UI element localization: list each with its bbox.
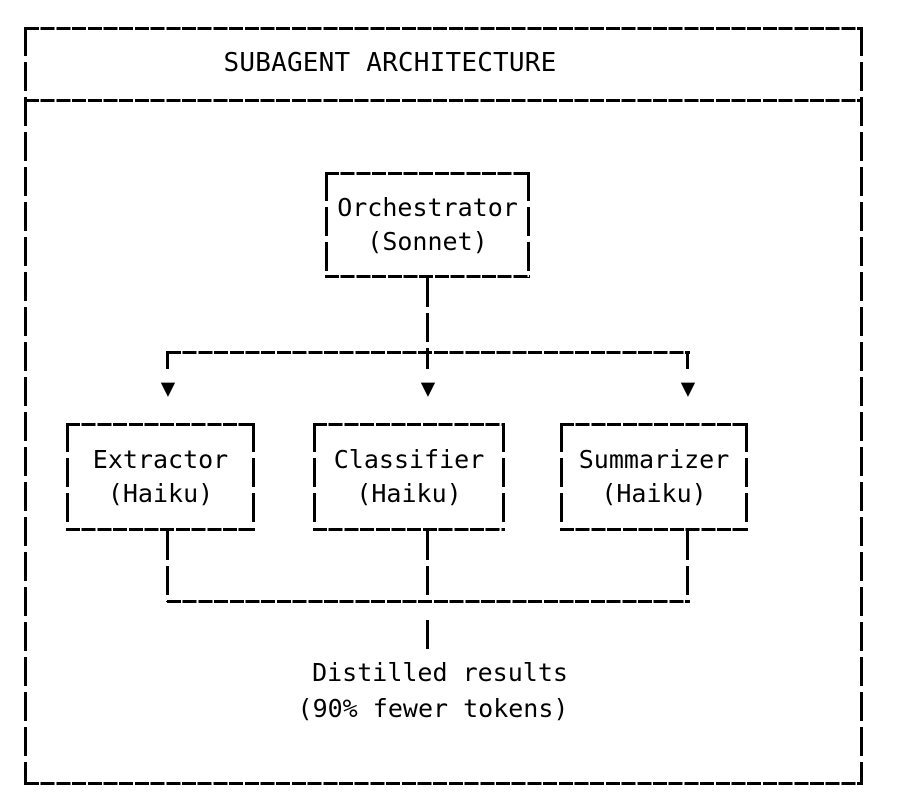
summarizer-box-left-border (560, 423, 563, 531)
classifier-label: Classifier (Haiku) (334, 443, 485, 511)
orchestrator-model-label: (Sonnet) (367, 227, 488, 256)
summarizer-model-label: (Haiku) (601, 479, 707, 508)
extractor-name-label: Extractor (92, 445, 229, 474)
summarizer-label: Summarizer (Haiku) (579, 443, 730, 511)
orchestrator-name-label: Orchestrator (337, 193, 518, 222)
frame-right-border (860, 27, 863, 785)
title-separator-line (25, 99, 863, 102)
classifier-box-right-border (502, 423, 505, 531)
connector-fanout-left-stub (166, 351, 169, 369)
arrow-down-icon-summarizer: ▼ (680, 374, 696, 402)
connector-extractor-drop (166, 531, 169, 602)
summarizer-box-right-border (745, 423, 748, 531)
extractor-box-top-border (66, 423, 255, 426)
summarizer-box-bottom-border (560, 528, 748, 531)
connector-result-drop (426, 620, 429, 653)
connector-classifier-drop (426, 531, 429, 602)
orchestrator-box: Orchestrator (Sonnet) (325, 172, 530, 278)
summarizer-box: Summarizer (Haiku) (560, 423, 748, 531)
classifier-box-top-border (313, 423, 505, 426)
arrow-down-icon-extractor: ▼ (160, 374, 176, 402)
extractor-label: Extractor (Haiku) (93, 443, 228, 511)
connector-fanout-line (167, 351, 690, 354)
connector-orchestrator-drop (426, 278, 429, 369)
extractor-box-right-border (252, 423, 255, 531)
classifier-name-label: Classifier (333, 445, 485, 474)
summarizer-box-top-border (560, 423, 748, 426)
frame-top-border (25, 27, 863, 30)
classifier-box: Classifier (Haiku) (313, 423, 505, 531)
frame-left-border (24, 27, 27, 785)
connector-fanout-right-stub (686, 351, 689, 369)
frame-bottom-border (25, 782, 863, 785)
result-caption-line1: Distilled results (312, 658, 568, 687)
diagram-title: SUBAGENT ARCHITECTURE (223, 48, 557, 78)
arrow-down-icon-classifier: ▼ (420, 374, 436, 402)
orchestrator-label: Orchestrator (Sonnet) (337, 191, 518, 259)
connector-collector-line (167, 600, 690, 603)
orchestrator-box-right-border (527, 172, 530, 278)
summarizer-name-label: Summarizer (578, 445, 730, 474)
orchestrator-box-top-border (325, 172, 530, 175)
orchestrator-box-left-border (325, 172, 328, 278)
classifier-model-label: (Haiku) (356, 479, 462, 508)
result-caption-line2: (90% fewer tokens) (297, 694, 569, 723)
extractor-box-bottom-border (66, 528, 255, 531)
orchestrator-box-bottom-border (325, 275, 530, 278)
extractor-model-label: (Haiku) (107, 479, 214, 508)
extractor-box-left-border (66, 423, 69, 531)
extractor-box: Extractor (Haiku) (66, 423, 255, 531)
classifier-box-left-border (313, 423, 316, 531)
classifier-box-bottom-border (313, 528, 505, 531)
connector-summarizer-drop (686, 531, 689, 602)
